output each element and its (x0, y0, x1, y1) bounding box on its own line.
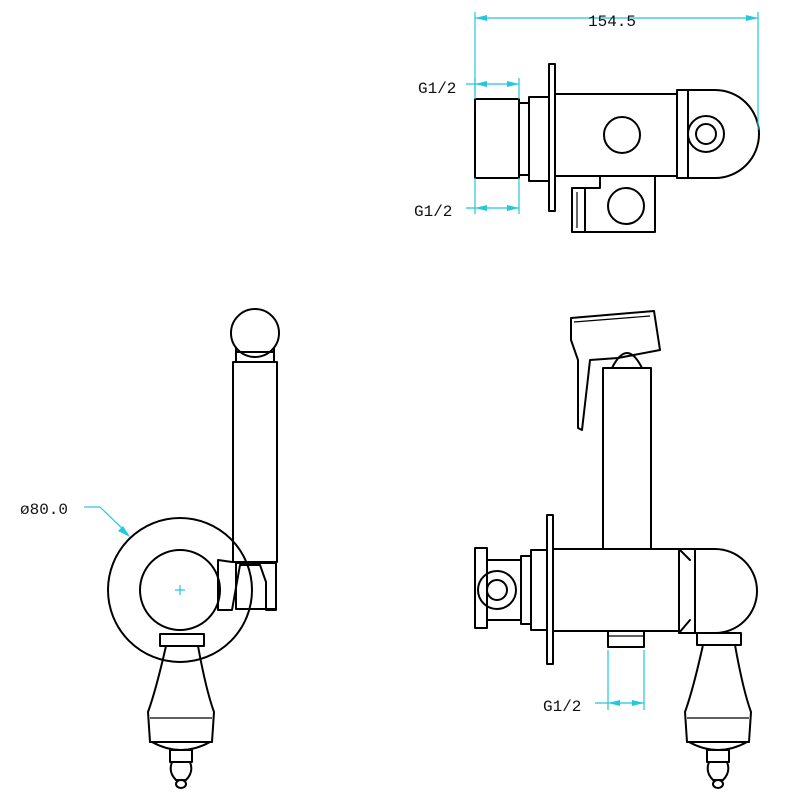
top-inlet-upper-label: G1/2 (418, 80, 456, 98)
side-connector-2 (530, 549, 548, 631)
front-shower-head (230, 308, 280, 358)
side-view (474, 310, 758, 789)
top-inlet-block (474, 98, 520, 179)
dim-side-outlet: G1/2 (543, 650, 645, 716)
top-center-knob (603, 116, 641, 154)
side-shower-head (570, 310, 661, 431)
side-connector (520, 555, 532, 625)
front-lever-knob (175, 779, 187, 789)
front-head-neck (235, 347, 275, 363)
top-view (474, 63, 760, 233)
side-bottom-outlet (607, 630, 645, 648)
side-inlet-ring (477, 570, 517, 610)
front-lever-tip-collar (169, 749, 193, 763)
dim-top-inlet-lower: G1/2 (414, 178, 520, 221)
front-holder-frame (235, 562, 277, 610)
top-connector-ring (518, 102, 530, 176)
front-lever-handle (147, 645, 215, 743)
side-head-line (573, 315, 651, 323)
side-lever-collar (696, 632, 742, 646)
side-inlet-hole (486, 579, 508, 601)
top-main-body (554, 93, 678, 177)
front-lever-collar (159, 633, 205, 647)
side-lever-tip-collar (706, 749, 730, 763)
top-outlet-ring (687, 115, 725, 153)
side-lever-tip (706, 761, 730, 781)
top-holder-clip (571, 187, 586, 233)
front-view (107, 308, 280, 789)
overall-width-label: 154.5 (588, 13, 636, 31)
side-lever-bottom (688, 741, 748, 751)
top-holder-knob (607, 187, 645, 225)
front-shower-body (232, 361, 278, 563)
side-lever-handle (684, 644, 752, 743)
front-holder-bracket (217, 559, 277, 611)
front-hub (139, 549, 221, 631)
front-flange (107, 517, 253, 663)
top-inlet-lower-label: G1/2 (414, 203, 452, 221)
side-end-cap-chamfer (678, 548, 691, 634)
dim-top-inlet-upper: G1/2 (418, 78, 520, 99)
top-outlet-hole (695, 123, 717, 145)
side-shower-body (602, 367, 652, 550)
top-connector-ring-2 (528, 96, 550, 182)
front-lever-tip (169, 761, 193, 781)
side-end-cap (678, 548, 758, 634)
side-inlet-plate (474, 547, 488, 629)
flange-diameter-label: ø80.0 (20, 501, 68, 519)
side-lever-knob (712, 779, 724, 789)
side-main-body (552, 548, 680, 632)
dim-flange-diameter: ø80.0 (20, 501, 130, 537)
top-end-cap (676, 89, 760, 179)
side-outlet-label: G1/2 (543, 698, 581, 716)
side-shower-neck (611, 352, 643, 369)
front-lever-bottom (151, 741, 211, 751)
dim-overall-width: 154.5 (474, 12, 759, 130)
